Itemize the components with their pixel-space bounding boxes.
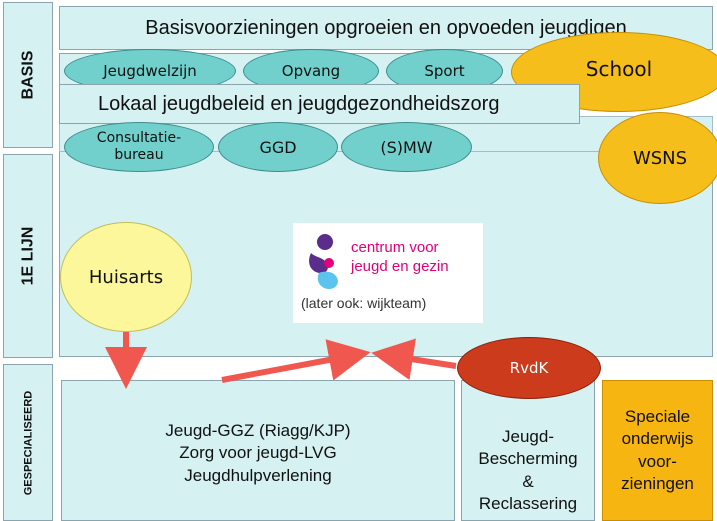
cjg-logo-text-1: centrum voor — [351, 239, 439, 256]
opvang-label: Opvang — [281, 62, 341, 80]
wsns-label: WSNS — [632, 147, 688, 169]
jeugdwelzijn-label: Jeugdwelzijn — [103, 62, 197, 80]
ggd-label: GGD — [259, 137, 297, 157]
smw-label: (S)MW — [380, 137, 433, 157]
smw-oval: (S)MW — [341, 122, 472, 172]
lokaal-title: Lokaal jeugdbeleid en jeugdgezondheidszo… — [98, 92, 500, 115]
lokaal-title-box: Lokaal jeugdbeleid en jeugdgezondheidszo… — [59, 84, 580, 124]
basis-title: Basisvoorzieningen opgroeien en opvoeden… — [145, 16, 627, 39]
sport-label: Sport — [424, 62, 465, 80]
rvdk-to-cjg-arrow — [371, 338, 457, 380]
cjg-logo-icon — [309, 234, 338, 289]
cjg-logo-text-2: jeugd en gezin — [351, 258, 449, 275]
school-label: School — [585, 57, 653, 81]
consultatiebureau-oval: Consultatie- bureau — [64, 122, 214, 172]
rvdk-oval: RvdK — [457, 337, 601, 399]
ggz-to-cjg-arrow — [221, 339, 371, 383]
cjg-panel: centrum voor jeugd en gezin (later ook: … — [293, 223, 483, 323]
wsns-oval: WSNS — [598, 112, 717, 204]
ggd-oval: GGD — [218, 122, 338, 172]
huisarts-label: Huisarts — [88, 266, 164, 288]
rvdk-label: RvdK — [509, 359, 549, 377]
consultatiebureau-label: Consultatie- bureau — [96, 130, 182, 163]
bescherming-box: Jeugd- Bescherming & Reclassering — [461, 380, 595, 521]
row-label-basis: BASIS — [3, 2, 53, 148]
huisarts-oval: Huisarts — [60, 222, 192, 332]
speciaal-onderwijs-box: Speciale onderwijs voor- zieningen — [602, 380, 713, 521]
row-label-eerste-lijn: 1E LIJN — [3, 154, 53, 358]
cjg-note: (later ook: wijkteam) — [301, 295, 427, 311]
jeugd-ggz-box: Jeugd-GGZ (Riagg/KJP) Zorg voor jeugd-LV… — [61, 380, 455, 521]
